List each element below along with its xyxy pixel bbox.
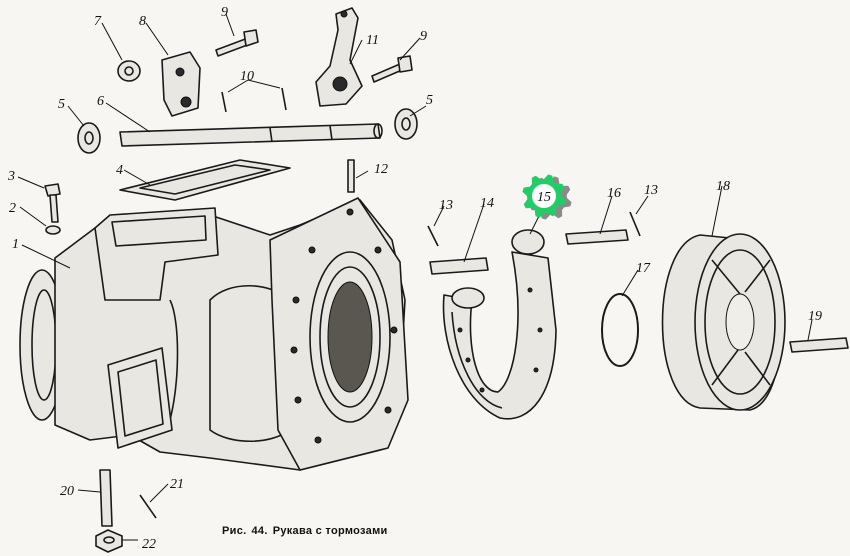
washer-left bbox=[77, 122, 101, 154]
part-label-16: 16 bbox=[607, 186, 621, 201]
part-labels: 1 2 3 4 5 5 6 7 8 9 9 10 11 12 13 13 14 … bbox=[7, 5, 822, 552]
bolt-3 bbox=[44, 183, 61, 223]
leader-lines bbox=[17, 13, 813, 541]
washer-7 bbox=[117, 60, 141, 82]
brake-lever-11 bbox=[315, 7, 363, 107]
part-label-21: 21 bbox=[170, 477, 184, 492]
figure-caption: Рис. 44. Рукава с тормозами bbox=[222, 525, 393, 537]
part-label-5-left: 5 bbox=[58, 97, 65, 112]
part-label-20: 20 bbox=[60, 484, 74, 499]
part-label-14: 14 bbox=[480, 196, 494, 211]
part-label-18: 18 bbox=[716, 179, 730, 194]
brake-housing bbox=[19, 197, 409, 471]
part-label-11: 11 bbox=[366, 33, 379, 48]
pin-16 bbox=[565, 229, 629, 245]
part-label-10: 10 bbox=[240, 69, 254, 84]
cotter-pin-21 bbox=[139, 494, 157, 519]
part-label-8: 8 bbox=[139, 14, 146, 29]
band-rivets bbox=[457, 287, 543, 393]
part-label-15: 15 bbox=[537, 190, 551, 205]
part-label-12: 12 bbox=[374, 162, 388, 177]
pin-19 bbox=[789, 337, 849, 353]
bolt-9-right bbox=[371, 55, 413, 83]
part-label-7: 7 bbox=[94, 14, 102, 29]
part-label-6: 6 bbox=[97, 94, 104, 109]
brake-band bbox=[442, 229, 557, 420]
gasket bbox=[119, 159, 291, 201]
part-label-9-right: 9 bbox=[420, 29, 427, 44]
part-15-highlight-gear-icon[interactable]: 15 bbox=[522, 174, 572, 220]
part-label-22: 22 bbox=[142, 537, 156, 552]
part-label-13-right: 13 bbox=[644, 183, 658, 198]
part-label-17: 17 bbox=[636, 261, 651, 276]
stud-12 bbox=[347, 159, 355, 193]
cotter-pins-10 bbox=[221, 87, 287, 113]
caption-title: Рукава с тормозами bbox=[272, 525, 388, 537]
part-label-3: 3 bbox=[7, 169, 15, 184]
part-label-1: 1 bbox=[12, 237, 19, 252]
part-label-5-right: 5 bbox=[426, 93, 433, 108]
nut-22 bbox=[95, 529, 123, 553]
part-label-4: 4 bbox=[116, 163, 123, 178]
flange-bolt-holes bbox=[290, 208, 398, 444]
part-label-19: 19 bbox=[808, 309, 822, 324]
stud-20 bbox=[99, 469, 113, 527]
pin-14 bbox=[429, 257, 489, 275]
washer-2 bbox=[45, 225, 61, 235]
cotter-pin-13-right bbox=[629, 211, 641, 237]
brake-drum bbox=[661, 233, 786, 411]
lever-bracket-8 bbox=[161, 51, 201, 117]
part-label-13-left: 13 bbox=[439, 198, 453, 213]
bolt-9-left bbox=[215, 29, 259, 57]
part-label-9-left: 9 bbox=[221, 5, 228, 20]
cotter-pin-13-left bbox=[427, 225, 439, 247]
caption-prefix: Рис. bbox=[222, 525, 247, 537]
part-label-2: 2 bbox=[9, 201, 16, 216]
brake-shaft bbox=[119, 123, 383, 147]
retaining-ring bbox=[601, 293, 639, 367]
washer-right bbox=[394, 108, 418, 140]
caption-number: 44. bbox=[251, 525, 268, 537]
